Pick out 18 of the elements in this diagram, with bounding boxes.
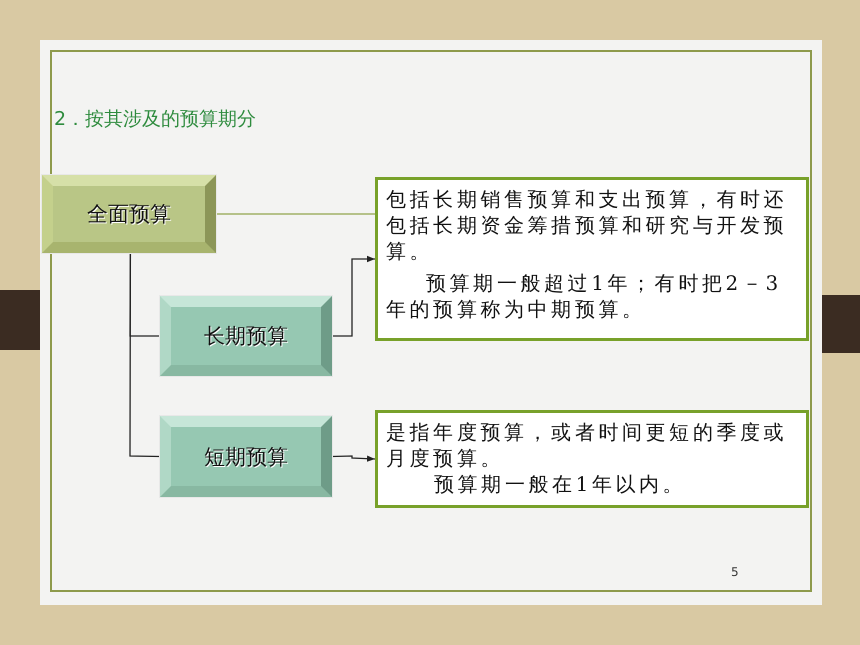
arrow (332, 256, 375, 337)
arrow (332, 455, 376, 462)
text-box (375, 177, 809, 341)
text-box (375, 410, 809, 508)
node-label: 全面预算 (87, 201, 171, 228)
heading: 2．按其涉及的预算期分 (54, 107, 256, 132)
node-label: 长期预算 (204, 323, 288, 350)
bevel-box (160, 416, 332, 497)
connector-line (216, 213, 375, 215)
page-number: 5 (731, 565, 739, 579)
description-text: 预算期一般在1年以内。 (433, 471, 688, 497)
node-label: 短期预算 (204, 444, 288, 470)
description-text: 预算期一般超过1年；有时把2－3年的预算称为中期预算。 (386, 270, 783, 322)
description-text: 包括长期销售预算和支出预算，有时还包括长期资金筹措预算和研究与开发预算。 (386, 186, 788, 264)
bevel-box (42, 175, 216, 253)
bevel-box (160, 296, 332, 376)
description-text: 是指年度预算，或者时间更短的季度或月度预算。 (386, 419, 788, 471)
connector-line (129, 253, 160, 458)
